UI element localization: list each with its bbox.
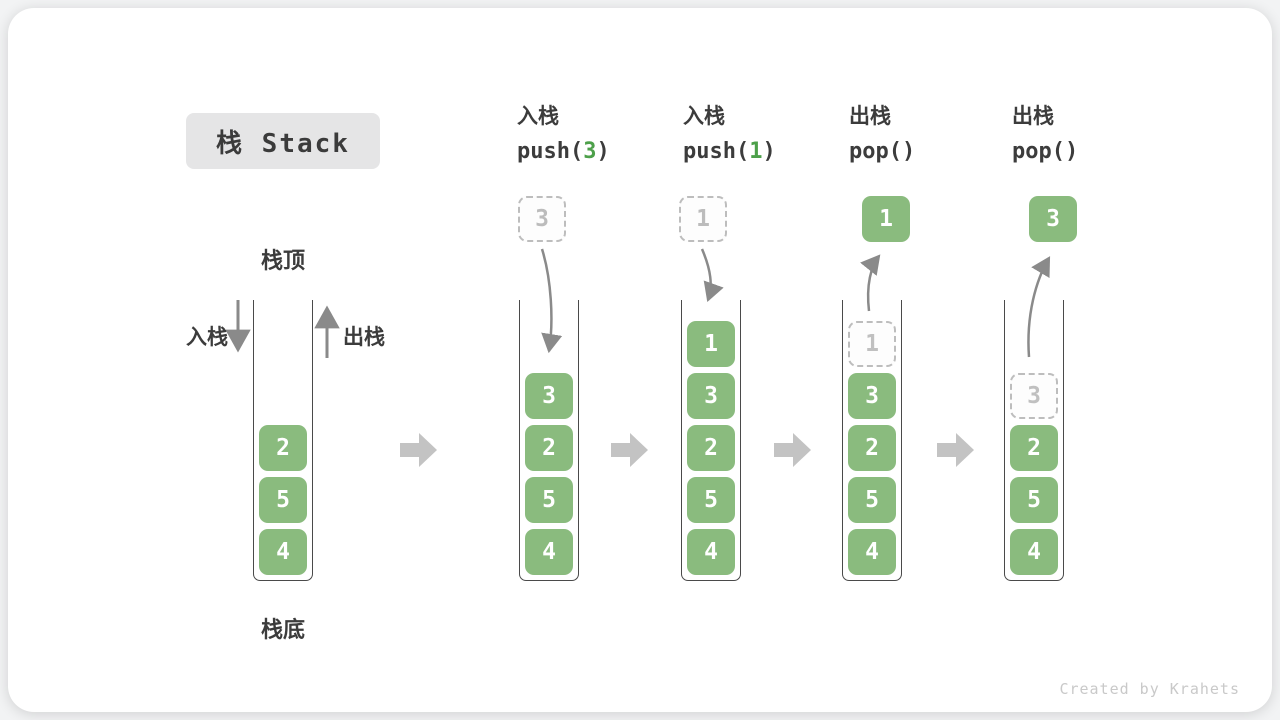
stack-item: 5 bbox=[525, 477, 573, 523]
op-code-post: ) bbox=[1064, 139, 1079, 165]
stack-item: 4 bbox=[1010, 529, 1058, 575]
pop-label: 出栈 bbox=[343, 326, 385, 349]
stack-container-5: 3 2 5 4 bbox=[1004, 300, 1064, 581]
stack-item: 5 bbox=[259, 477, 307, 523]
op-name: 出栈 bbox=[849, 105, 891, 128]
stack-item: 4 bbox=[259, 529, 307, 575]
stack-item: 1 bbox=[687, 321, 735, 367]
op-name: 出栈 bbox=[1012, 105, 1054, 128]
stack-container-4: 1 3 2 5 4 bbox=[842, 300, 902, 581]
op-code: pop() bbox=[849, 139, 915, 164]
op-code-arg: 3 bbox=[583, 139, 597, 165]
op-code-pre: push( bbox=[517, 139, 584, 165]
op-code: push(1) bbox=[683, 139, 776, 164]
op-name: 入栈 bbox=[517, 105, 559, 128]
op-name: 入栈 bbox=[683, 105, 725, 128]
stack-item: 3 bbox=[848, 373, 896, 419]
stack-item: 5 bbox=[687, 477, 735, 523]
op-code-pre: push( bbox=[683, 139, 750, 165]
stack-top-label: 栈顶 bbox=[260, 248, 305, 273]
op-code-pre: pop( bbox=[1012, 139, 1065, 165]
stack-item: 3 bbox=[687, 373, 735, 419]
op-code-pre: pop( bbox=[849, 139, 902, 165]
op-code-arg: 1 bbox=[749, 139, 763, 165]
stack-item: 2 bbox=[1010, 425, 1058, 471]
op-code: pop() bbox=[1012, 139, 1078, 164]
stack-item: 2 bbox=[848, 425, 896, 471]
stack-bottom-label: 栈底 bbox=[260, 617, 305, 642]
op-code-post: ) bbox=[596, 139, 610, 165]
stack-item: 2 bbox=[259, 425, 307, 471]
stack-item: 4 bbox=[687, 529, 735, 575]
stack-container-1: 2 5 4 bbox=[253, 300, 313, 581]
stack-container-3: 1 3 2 5 4 bbox=[681, 300, 741, 581]
stack-item: 5 bbox=[848, 477, 896, 523]
stack-item: 2 bbox=[525, 425, 573, 471]
op-code: push(3) bbox=[517, 139, 610, 164]
stack-item: 4 bbox=[848, 529, 896, 575]
op-header-pop3: 出栈 pop() bbox=[1012, 104, 1078, 164]
diagram-title: 栈 Stack bbox=[186, 113, 380, 169]
op-header-push1: 入栈 push(1) bbox=[683, 104, 776, 164]
op-header-push3: 入栈 push(3) bbox=[517, 104, 610, 164]
op-code-post: ) bbox=[901, 139, 916, 165]
watermark: Created by Krahets bbox=[1059, 680, 1240, 698]
push-label: 入栈 bbox=[186, 326, 228, 349]
op-header-pop1: 出栈 pop() bbox=[849, 104, 915, 164]
stack-item: 3 bbox=[525, 373, 573, 419]
stack-item-ghost: 1 bbox=[848, 321, 896, 367]
floating-item-push-3: 3 bbox=[518, 196, 566, 242]
stack-item: 2 bbox=[687, 425, 735, 471]
stack-item-ghost: 3 bbox=[1010, 373, 1058, 419]
op-code-post: ) bbox=[762, 139, 776, 165]
floating-item-popped-1: 1 bbox=[862, 196, 910, 242]
stack-item: 4 bbox=[525, 529, 573, 575]
stack-item: 5 bbox=[1010, 477, 1058, 523]
floating-item-push-1: 1 bbox=[679, 196, 727, 242]
stack-container-2: 3 2 5 4 bbox=[519, 300, 579, 581]
floating-item-popped-3: 3 bbox=[1029, 196, 1077, 242]
